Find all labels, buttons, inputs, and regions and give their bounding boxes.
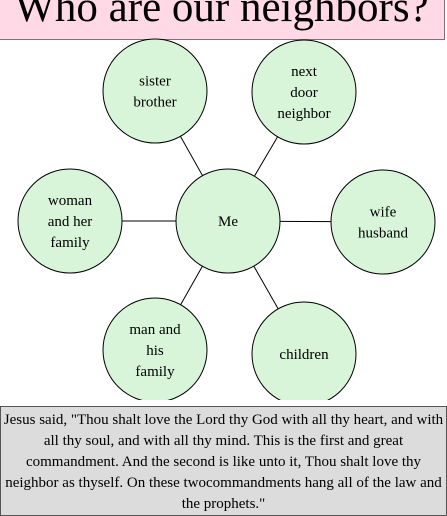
node-children: children: [252, 302, 356, 400]
connector-children: [254, 266, 278, 309]
node-next-door-neighbor-label-line: neighbor: [277, 106, 330, 122]
connector-next-door-neighbor: [254, 137, 277, 176]
node-children-label-line: children: [279, 347, 329, 363]
node-sister-brother-circle: [103, 39, 207, 143]
neighbor-diagram: sister brother next door neighbor woman and he…: [0, 0, 447, 400]
node-next-door-neighbor-label-line: door: [290, 85, 318, 101]
node-wife-husband-label-line: husband: [358, 226, 408, 242]
scripture-quote: Jesus said, "Thou shalt love the Lord th…: [4, 412, 443, 512]
node-woman-and-her-family-label-line: and her: [48, 214, 93, 230]
node-man-and-his-family-label-line: his: [146, 343, 164, 359]
node-center-me: Me: [176, 169, 280, 273]
diagram-nodes: sister brother next door neighbor woman and he…: [18, 39, 435, 400]
scripture-quote-box: Jesus said, "Thou shalt love the Lord th…: [0, 406, 447, 516]
node-wife-husband: wife husband: [331, 170, 435, 274]
node-center-me-label-line: Me: [218, 214, 238, 230]
node-next-door-neighbor: next door neighbor: [252, 40, 356, 144]
node-sister-brother: sister brother: [103, 39, 207, 143]
connector-sister-brother: [180, 136, 202, 175]
node-woman-and-her-family: woman and her family: [18, 169, 122, 273]
node-next-door-neighbor-label-line: next: [291, 64, 318, 80]
node-man-and-his-family-label-line: man and: [129, 322, 181, 338]
node-woman-and-her-family-label-line: family: [50, 235, 90, 251]
node-woman-and-her-family-label-line: woman: [48, 193, 93, 209]
node-man-and-his-family: man and his family: [103, 298, 207, 400]
node-sister-brother-label-line: brother: [133, 95, 176, 111]
node-wife-husband-label-line: wife: [370, 205, 397, 221]
node-man-and-his-family-label-line: family: [135, 364, 175, 380]
node-sister-brother-label-line: sister: [139, 74, 171, 90]
connector-man-and-his-family: [181, 266, 203, 304]
node-wife-husband-circle: [331, 170, 435, 274]
